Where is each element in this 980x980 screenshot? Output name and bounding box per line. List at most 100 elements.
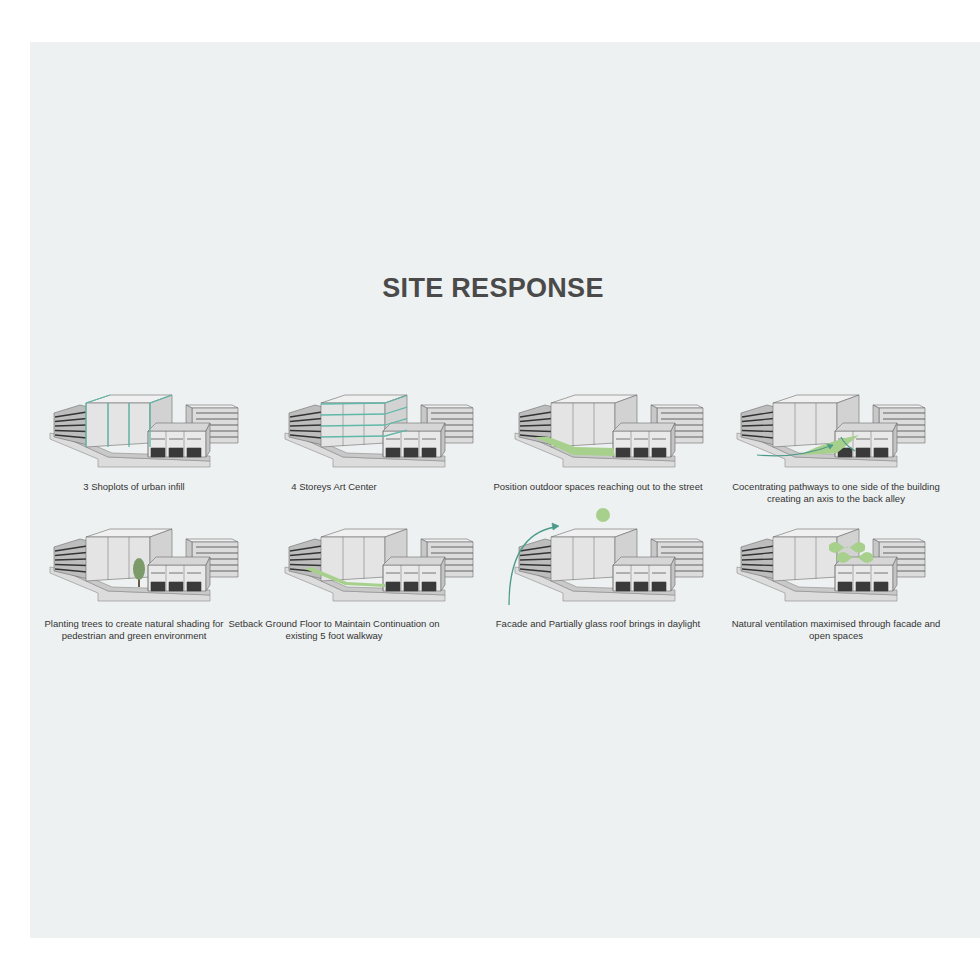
caption: Natural ventilation maximised through fa… [727, 618, 945, 642]
detail-line [835, 565, 836, 591]
detail-line [634, 573, 648, 574]
detail-line [383, 565, 384, 591]
building-face [827, 444, 833, 449]
building-face [187, 448, 201, 457]
building-face [404, 448, 418, 457]
detail-line [86, 395, 110, 403]
building-face [148, 423, 210, 431]
building-face [386, 582, 400, 591]
building-face [856, 448, 870, 457]
detail-line [290, 412, 322, 417]
building-face [634, 448, 648, 457]
site-illustration [285, 529, 473, 601]
caption: Cocentrating pathways to one side of the… [727, 481, 945, 505]
detail-line [520, 419, 552, 422]
building-face [404, 582, 418, 591]
building-face [151, 582, 165, 591]
detail-line [838, 573, 852, 574]
detail-line [107, 403, 108, 447]
building-face [651, 539, 703, 542]
detail-line [196, 419, 238, 420]
building-face [613, 423, 675, 431]
detail-line [795, 403, 796, 446]
building-face [613, 565, 671, 591]
detail-line [290, 565, 322, 566]
detail-line [816, 403, 817, 445]
caption: Facade and Partially glass roof brings i… [489, 618, 707, 630]
detail-line [631, 565, 632, 591]
detail-line [883, 547, 925, 548]
detail-line [151, 573, 165, 574]
detail-line [343, 403, 344, 446]
building-face [289, 405, 323, 445]
site-illustration [509, 508, 703, 605]
detail-line [652, 573, 666, 574]
building-face [169, 448, 183, 457]
detail-line [742, 419, 774, 422]
detail-line [419, 431, 420, 457]
detail-line [816, 537, 817, 579]
building-face [773, 403, 837, 447]
building-face [148, 557, 210, 565]
building-face [206, 557, 210, 591]
detail-line [431, 419, 473, 420]
building-face [893, 423, 897, 457]
building-face [535, 437, 615, 456]
building-face [551, 537, 615, 581]
detail-line [386, 573, 400, 574]
building-face [835, 423, 897, 431]
detail-line [151, 439, 165, 440]
wind-flow [829, 542, 865, 553]
detail-line [853, 565, 854, 591]
detail-line [883, 553, 925, 554]
building-face [151, 448, 165, 457]
building-face [186, 405, 238, 408]
site-illustration [50, 395, 238, 467]
detail-line [290, 431, 322, 432]
detail-line [196, 547, 238, 548]
detail-line [742, 569, 774, 572]
detail-line [55, 425, 87, 426]
detail-line [520, 412, 552, 417]
detail-line [520, 553, 552, 556]
building-face [148, 431, 206, 457]
detail-line [55, 419, 87, 422]
detail-line [883, 413, 925, 414]
detail-line [184, 565, 185, 591]
building-face [54, 405, 88, 445]
detail-line [187, 573, 201, 574]
detail-line [401, 565, 402, 591]
building-face [873, 405, 925, 408]
detail-line [169, 439, 183, 440]
detail-line [573, 537, 574, 580]
building-face [893, 557, 897, 591]
detail-line [742, 431, 774, 432]
detail-line [631, 431, 632, 457]
building-face [386, 448, 400, 457]
building-face [187, 582, 201, 591]
site-illustration [515, 395, 703, 467]
detail-line [616, 439, 630, 440]
detail-line [874, 573, 888, 574]
detail-line [422, 573, 436, 574]
detail-line [343, 537, 344, 580]
detail-line [573, 403, 574, 446]
building-face [856, 582, 870, 591]
detail-line [55, 546, 87, 551]
detail-line [856, 439, 870, 440]
detail-line [742, 565, 774, 566]
detail-line [108, 403, 109, 446]
detail-line [85, 403, 86, 447]
building-face [613, 431, 671, 457]
detail-line [148, 431, 149, 457]
detail-line [55, 569, 87, 572]
building-face [874, 582, 888, 591]
building-face [383, 423, 445, 431]
detail-line [55, 435, 87, 438]
detail-line [290, 546, 322, 551]
building-face [383, 431, 441, 457]
detail-line [431, 547, 473, 548]
detail-line [649, 565, 650, 591]
detail-line [520, 431, 552, 432]
detail-line [742, 553, 774, 556]
